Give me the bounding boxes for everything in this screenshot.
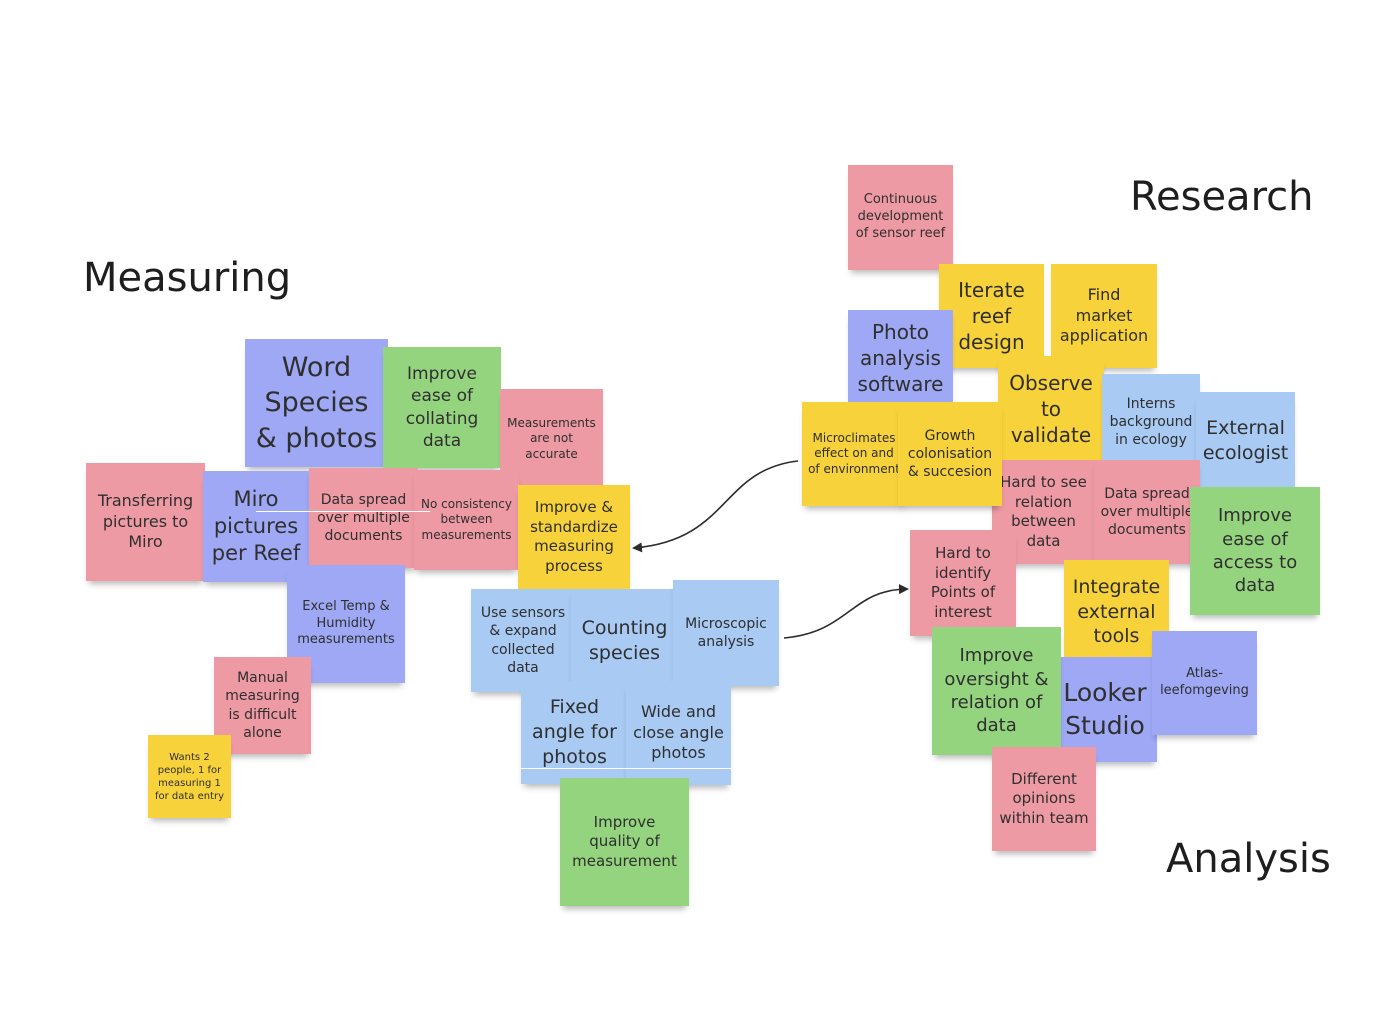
note-text: No consistency between measurements — [421, 496, 512, 542]
sticky-note-growth-colonisation[interactable]: Growth colonisation & succesion — [898, 402, 1002, 506]
note-text: Excel Temp & Humidity measurements — [297, 598, 395, 648]
sticky-note-improve-quality[interactable]: Improve quality of measurement — [560, 778, 689, 906]
sticky-note-transferring-pictures[interactable]: Transferring pictures to Miro — [86, 463, 205, 581]
note-text: Looker Studio — [1063, 678, 1147, 740]
note-text: Find market application — [1059, 284, 1149, 346]
note-text: Atlas-leefomgeving — [1160, 666, 1249, 698]
sticky-note-fixed-angle[interactable]: Fixed angle for photos — [521, 681, 628, 784]
sticky-note-improve-access[interactable]: Improve ease of access to data — [1190, 487, 1320, 615]
note-text: Interns background in ecology — [1109, 395, 1193, 449]
note-text: External ecologist — [1202, 417, 1289, 464]
note-text: Iterate reef design — [958, 278, 1025, 354]
sticky-note-different-opinions[interactable]: Different opinions within team — [992, 747, 1096, 851]
sticky-note-find-market[interactable]: Find market application — [1051, 264, 1157, 368]
sticky-note-continuous-dev[interactable]: Continuous development of sensor reef — [848, 165, 953, 270]
sticky-note-word-species[interactable]: Word Species & photos — [245, 339, 388, 467]
note-text: Hard to see relation between data — [1000, 473, 1087, 550]
note-text: Fixed angle for photos — [532, 696, 617, 768]
note-text: Microclimates effect on and of environme… — [808, 430, 900, 476]
note-text: Hard to identify Points of interest — [930, 544, 996, 621]
sticky-note-external-ecologist[interactable]: External ecologist — [1196, 392, 1295, 490]
sticky-note-data-spread-left[interactable]: Data spread over multiple documents — [309, 468, 418, 568]
note-text: Growth colonisation & succesion — [907, 427, 993, 481]
sticky-note-wants-2-people[interactable]: Wants 2 people, 1 for measuring 1 for da… — [148, 735, 231, 818]
sticky-note-hard-identify[interactable]: Hard to identify Points of interest — [910, 530, 1016, 636]
sticky-note-microscopic[interactable]: Microscopic analysis — [673, 580, 779, 686]
note-text: Use sensors & expand collected data — [480, 605, 566, 676]
sticky-note-looker-studio[interactable]: Looker Studio — [1053, 657, 1157, 762]
section-title-measuring: Measuring — [83, 255, 292, 301]
note-text: Microscopic analysis — [685, 615, 767, 650]
sticky-note-photo-analysis[interactable]: Photo analysis software — [848, 310, 953, 406]
section-title-research: Research — [1130, 174, 1314, 220]
strike-line — [521, 768, 731, 769]
sticky-note-improve-oversight[interactable]: Improve oversight & relation of data — [932, 627, 1061, 755]
sticky-note-counting-species[interactable]: Counting species — [571, 589, 678, 693]
note-text: Integrate external tools — [1072, 575, 1161, 648]
connector-arrow-left — [632, 460, 799, 553]
note-text: Counting species — [581, 617, 668, 664]
note-text: Improve ease of access to data — [1212, 505, 1298, 597]
note-text: Wide and close angle photos — [633, 701, 724, 763]
note-text: Manual measuring is difficult alone — [225, 670, 300, 741]
note-text: Different opinions within team — [999, 769, 1089, 827]
note-text: Observe to validate — [1009, 370, 1093, 447]
sticky-note-interns-background[interactable]: Interns background in ecology — [1102, 374, 1200, 470]
note-text: Improve oversight & relation of data — [944, 645, 1049, 737]
note-text: Improve quality of measurement — [572, 812, 677, 870]
sticky-note-microclimates[interactable]: Microclimates effect on and of environme… — [802, 402, 906, 506]
sticky-note-iterate-reef[interactable]: Iterate reef design — [939, 264, 1044, 368]
note-text: Data spread over multiple documents — [317, 491, 410, 545]
sticky-note-no-consistency[interactable]: No consistency between measurements — [414, 470, 519, 570]
note-text: Photo analysis software — [857, 320, 944, 396]
note-text: Transferring pictures to Miro — [97, 490, 194, 552]
sticky-note-excel-temp[interactable]: Excel Temp & Humidity measurements — [287, 565, 405, 683]
note-text: Measurements are not accurate — [507, 415, 596, 461]
sticky-note-improve-collating[interactable]: Improve ease of collating data — [383, 347, 501, 468]
sticky-note-integrate-tools[interactable]: Integrate external tools — [1064, 560, 1169, 664]
section-title-analysis: Analysis — [1166, 836, 1331, 882]
note-text: Continuous development of sensor reef — [855, 192, 946, 241]
strike-line — [256, 511, 430, 512]
note-text: Wants 2 people, 1 for measuring 1 for da… — [154, 751, 225, 802]
note-text: Data spread over multiple documents — [1100, 485, 1194, 539]
sticky-note-improve-standardize[interactable]: Improve & standardize measuring process — [518, 485, 630, 589]
sticky-note-miro-pictures[interactable]: Miro pictures per Reef — [203, 471, 309, 582]
note-text: Improve & standardize measuring process — [530, 498, 618, 575]
connector-arrow-right — [783, 584, 909, 639]
sticky-note-observe-validate[interactable]: Observe to validate — [998, 356, 1104, 461]
note-text: Miro pictures per Reef — [211, 486, 301, 566]
sticky-note-data-spread-right[interactable]: Data spread over multiple documents — [1094, 460, 1200, 564]
note-text: Improve ease of collating data — [405, 364, 479, 451]
sticky-note-atlas[interactable]: Atlas-leefomgeving — [1152, 631, 1257, 735]
sticky-note-use-sensors[interactable]: Use sensors & expand collected data — [471, 589, 575, 692]
note-text: Word Species & photos — [255, 352, 378, 454]
sticky-note-wide-close[interactable]: Wide and close angle photos — [626, 681, 731, 785]
